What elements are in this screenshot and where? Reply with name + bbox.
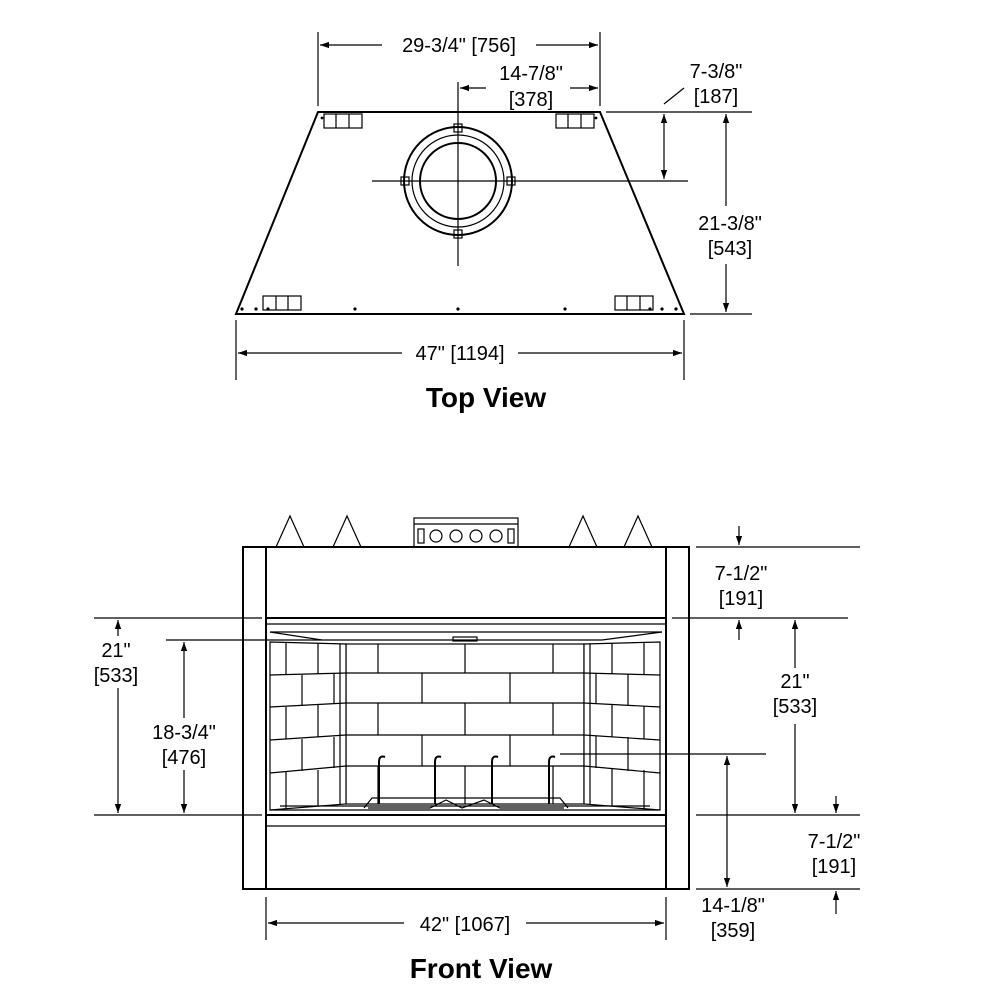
front-view: 21" [533] 18-3/4" [476] 7-1/2" [191] 21"… (84, 514, 861, 984)
dim-depth-in: 21-3/8" (698, 213, 762, 235)
dim-opening-left-in: 21" (101, 640, 130, 662)
dim-opening-width: 42" [1067] (420, 914, 511, 936)
dim-collar-offset-in: 14-7/8" (499, 63, 563, 85)
top-view-title: Top View (426, 382, 547, 413)
top-view: 29-3/4" [756] 14-7/8" [378] 7-3/8" [187]… (234, 32, 762, 413)
dim-collar-offset-mm: [378] (509, 89, 553, 111)
front-edge-screws (240, 116, 678, 311)
nailing-tab-bottom-right (614, 295, 654, 311)
left-wall-bricks (269, 641, 347, 811)
brick-liner (269, 641, 661, 811)
flue-collar-front (413, 517, 519, 548)
dim-leader-collar-depth (663, 87, 685, 105)
dim-grate-height-in: 14-1/8" (701, 895, 765, 917)
nailing-tab-bottom-left (262, 295, 302, 311)
front-view-outline (242, 546, 690, 890)
dim-front-width: 47" [1194] (415, 343, 504, 365)
dim-top-width: 29-3/4" [756] (402, 35, 516, 57)
dim-hood-height-in: 7-1/2" (715, 563, 768, 585)
front-view-title: Front View (410, 953, 553, 984)
back-wall-bricks (345, 643, 585, 805)
nailing-tab-top-right (555, 113, 595, 129)
dim-collar-depth-in: 7-3/8" (690, 61, 743, 83)
dim-collar-depth-mm: [187] (694, 86, 738, 108)
dim-base-height-in: 7-1/2" (808, 831, 861, 853)
dim-opening-right-mm: [533] (773, 696, 817, 718)
top-view-outline (234, 111, 686, 315)
dim-firebox-height-mm: [476] (162, 747, 206, 769)
dim-base-height-mm: [191] (812, 856, 856, 878)
dim-firebox-height-in: 18-3/4" (152, 722, 216, 744)
dim-grate-height-mm: [359] (711, 920, 755, 942)
nailing-tab-top-left (323, 113, 363, 129)
dim-depth-mm: [543] (708, 238, 752, 260)
right-wall-bricks (583, 641, 661, 811)
dim-opening-left-mm: [533] (94, 665, 138, 687)
top-standoffs (275, 514, 653, 548)
dim-hood-height-mm: [191] (719, 588, 763, 610)
firebox-lintel (266, 623, 666, 642)
dim-opening-right-in: 21" (780, 671, 809, 693)
log-grate (270, 755, 660, 811)
